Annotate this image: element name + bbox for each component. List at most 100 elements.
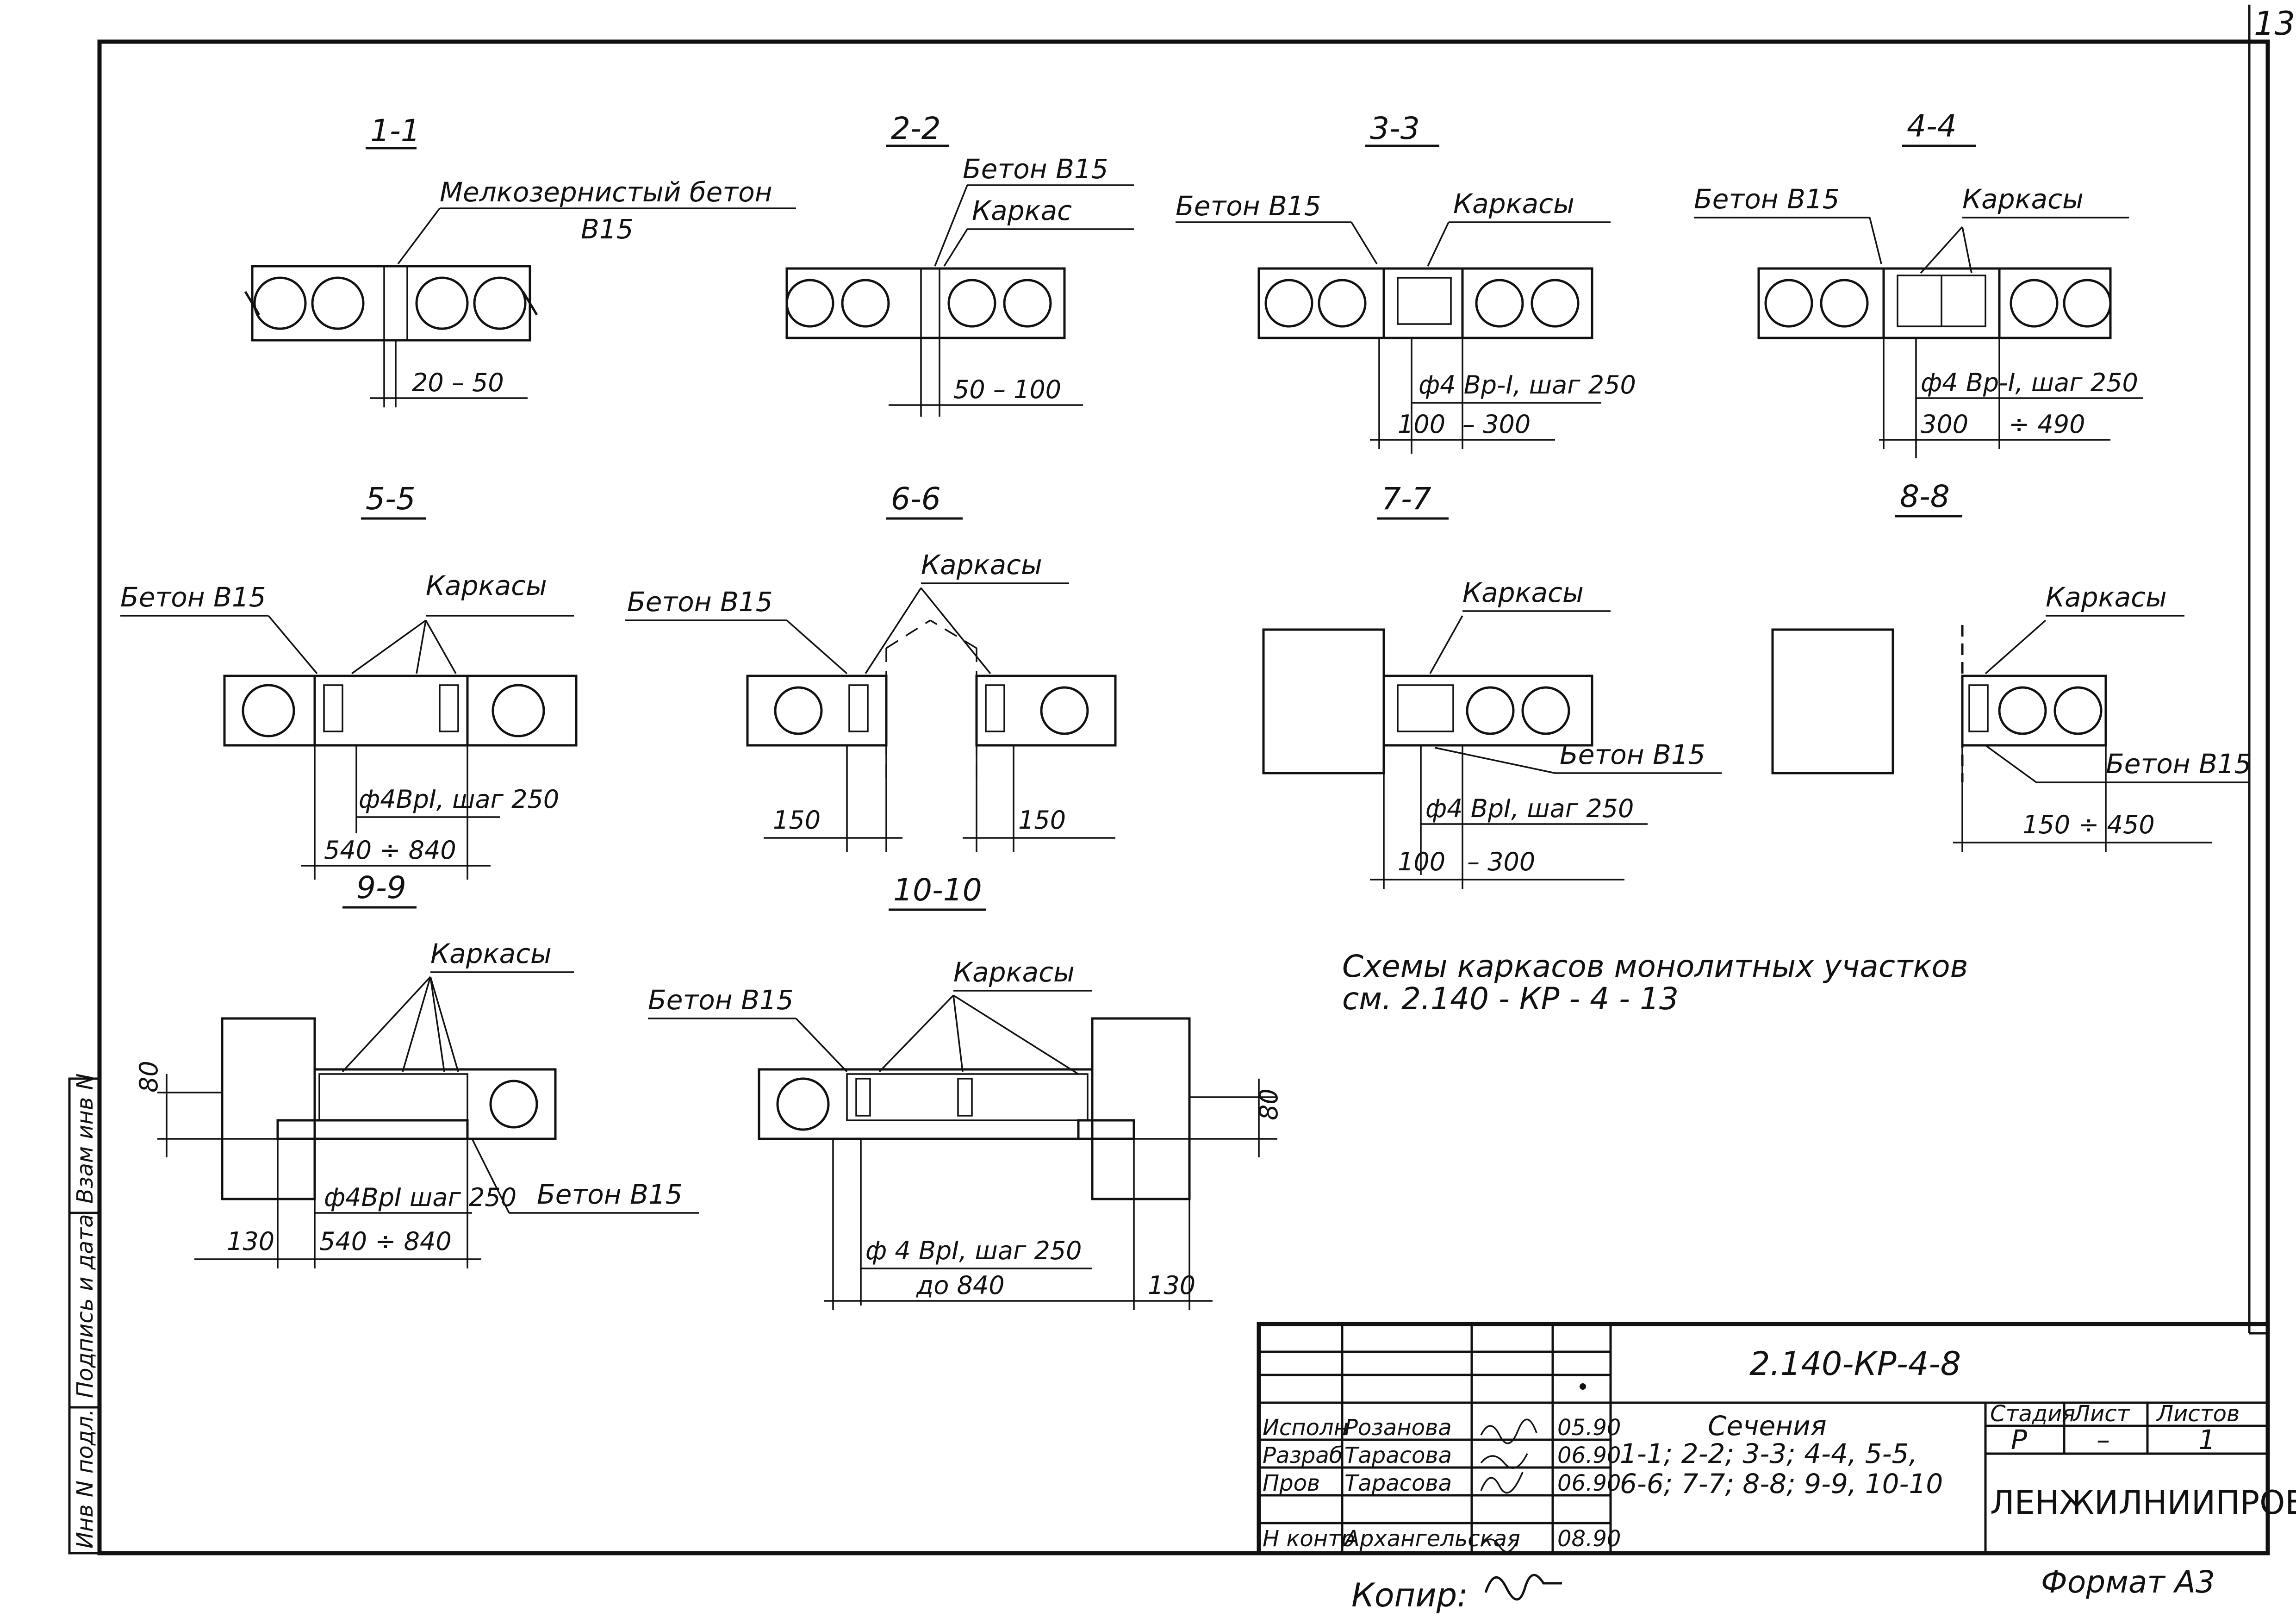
label-concrete: Бетон В15	[2106, 748, 2252, 780]
section-title: 1-1	[370, 113, 420, 149]
row-name: Тарасова	[1344, 1443, 1452, 1468]
dim: 300	[1921, 410, 1968, 439]
section-8-8: 8-8 Каркасы Бетон В15 150 ÷ 450	[1771, 479, 2252, 852]
label-frames: Каркасы	[921, 549, 1042, 581]
label-concrete: Бетон В15	[1560, 739, 1705, 770]
dim: 540 ÷ 840	[324, 836, 456, 865]
dim: 130	[227, 1227, 274, 1256]
dim: 100	[1398, 847, 1445, 876]
label-frames: Каркасы	[2046, 581, 2167, 613]
section-1-1: 1-1 Мелкозернистый бетон В15 20 – 50	[244, 113, 796, 407]
section-title: 3-3	[1370, 111, 1420, 146]
label-concrete: Бетон В15	[648, 984, 794, 1016]
label-concrete: Бетон В15	[627, 586, 773, 618]
label-concrete: Бетон В15	[1176, 190, 1321, 222]
sheets-header: Листов	[2156, 1401, 2240, 1427]
row-role: Н контр	[1263, 1526, 1355, 1552]
section-title: 2-2	[891, 111, 941, 146]
label-concrete: Бетон В15	[963, 153, 1108, 185]
label-frames: Каркасы	[426, 570, 547, 601]
section-6-6: 6-6 Бетон В15 Каркасы 150 150	[625, 481, 1117, 852]
label-concrete: Бетон В15	[537, 1179, 683, 1210]
label-class: В15	[581, 213, 634, 245]
section-10-10: 10-10 Бетон В15 Каркасы ф 4 ВрI, шаг 250…	[648, 872, 1283, 1310]
sheet-frame	[97, 5, 2270, 1555]
dim: 80	[134, 1061, 163, 1093]
row-date: 06.90	[1557, 1470, 1621, 1496]
section-title: 5-5	[366, 481, 416, 517]
label-rebar: ф4ВрI шаг 250	[324, 1183, 516, 1212]
row-name: Тарасова	[1344, 1470, 1452, 1496]
signature	[1480, 1453, 1528, 1469]
dim: 100	[1398, 410, 1445, 439]
copier-label: Копир:	[1351, 1576, 1468, 1614]
stage-value: Р	[2011, 1424, 2027, 1455]
label-rebar: ф4 ВрI, шаг 250	[1425, 794, 1634, 823]
side-stamp-vzam: Взам инв N	[72, 1074, 98, 1204]
label-frames: Каркасы	[430, 938, 552, 969]
dim: 150	[1018, 806, 1066, 835]
note-line-2: см. 2.140 - КР - 4 - 13	[1342, 981, 1679, 1017]
label-frames: Каркасы	[953, 956, 1075, 988]
row-name: Розанова	[1344, 1415, 1452, 1441]
section-title: 8-8	[1900, 479, 1950, 514]
row-date: 05.90	[1557, 1415, 1621, 1441]
dim: 20 – 50	[412, 368, 504, 397]
row-role: Разраб	[1263, 1443, 1343, 1468]
section-title: 9-9	[356, 870, 406, 906]
label-concrete: Бетон В15	[120, 581, 266, 613]
format-label: Формат А3	[2041, 1564, 2215, 1600]
label-frames: Каркасы	[1462, 577, 1584, 608]
label-frames: Каркасы	[1962, 183, 2084, 215]
side-stamp-inv: Инв N подл.	[72, 1409, 98, 1549]
section-9-9: 9-9 Каркасы Бетон В15 ф4ВрI шаг 250 80 1…	[134, 870, 699, 1268]
doc-title-2: 1-1; 2-2; 3-3; 4-4, 5-5,	[1620, 1438, 1917, 1469]
stage-header: Стадия	[1990, 1401, 2075, 1427]
signature	[1480, 1418, 1537, 1444]
row-date: 08.90	[1557, 1526, 1621, 1552]
sheet-header: Лист	[2072, 1401, 2131, 1427]
label-rebar: ф4 Вр-I, шаг 250	[1419, 370, 1636, 400]
section-3-3: 3-3 Бетон В15 Каркасы ф4 Вр-I, шаг 250 1…	[1176, 111, 1636, 454]
dim: 150	[773, 806, 821, 835]
signature	[1480, 1472, 1524, 1494]
dim: ÷ 490	[2009, 410, 2085, 439]
doc-code: 2.140-КР-4-8	[1749, 1345, 1961, 1383]
dim-max: до 840	[916, 1271, 1005, 1300]
side-stamp-podpis: Подпись и дата	[72, 1214, 98, 1398]
side-stamp: Взам инв N Подпись и дата Инв N подл.	[68, 1074, 101, 1555]
sheet-value: –	[2097, 1424, 2110, 1455]
copier-signature	[1484, 1574, 1562, 1601]
dim: – 300	[1467, 847, 1535, 876]
label-frame: Каркас	[972, 195, 1072, 226]
section-2-2: 2-2 Бетон В15 Каркас 50 – 100	[785, 111, 1134, 417]
doc-title-1: Сечения	[1708, 1410, 1827, 1442]
dim: 130	[1148, 1271, 1195, 1300]
dim: 540 ÷ 840	[319, 1227, 452, 1256]
row-name: Архангельская	[1343, 1526, 1520, 1552]
section-7-7: 7-7 Каркасы Бетон В15 ф4 ВрI, шаг 250 10…	[1262, 481, 1722, 889]
section-title: 4-4	[1907, 108, 1957, 144]
row-role: Пров	[1263, 1470, 1320, 1496]
section-title: 6-6	[891, 481, 941, 517]
signature	[1480, 1538, 1519, 1553]
section-title: 7-7	[1381, 481, 1431, 517]
note: Схемы каркасов монолитных участков см. 2…	[1342, 949, 1968, 1017]
dim: 50 – 100	[953, 375, 1061, 404]
title-block: 2.140-КР-4-8 Сечения 1-1; 2-2; 3-3; 4-4,…	[1257, 1322, 2296, 1555]
organization: ЛЕНЖИЛНИИПРОЕКТ	[1990, 1484, 2296, 1522]
doc-title-3: 6-6; 7-7; 8-8; 9-9, 10-10	[1620, 1468, 1943, 1499]
dim: 80	[1254, 1088, 1283, 1120]
section-4-4: 4-4 Бетон В15 Каркасы ф4 Вр-I, шаг 250 3…	[1694, 108, 2143, 458]
label-rebar: ф 4 ВрI, шаг 250	[865, 1236, 1082, 1265]
label-concrete: Бетон В15	[1694, 183, 1840, 215]
dim: – 300	[1462, 410, 1531, 439]
row-date: 06.90	[1557, 1443, 1621, 1468]
section-title: 10-10	[893, 872, 982, 908]
label-rebar: ф4 Вр-I, шаг 250	[1921, 368, 2138, 397]
dim: 150 ÷ 450	[2022, 810, 2155, 839]
label-concrete: Мелкозернистый бетон	[440, 176, 772, 208]
page-number: 13	[2254, 5, 2295, 43]
sheets-value: 1	[2198, 1424, 2215, 1455]
